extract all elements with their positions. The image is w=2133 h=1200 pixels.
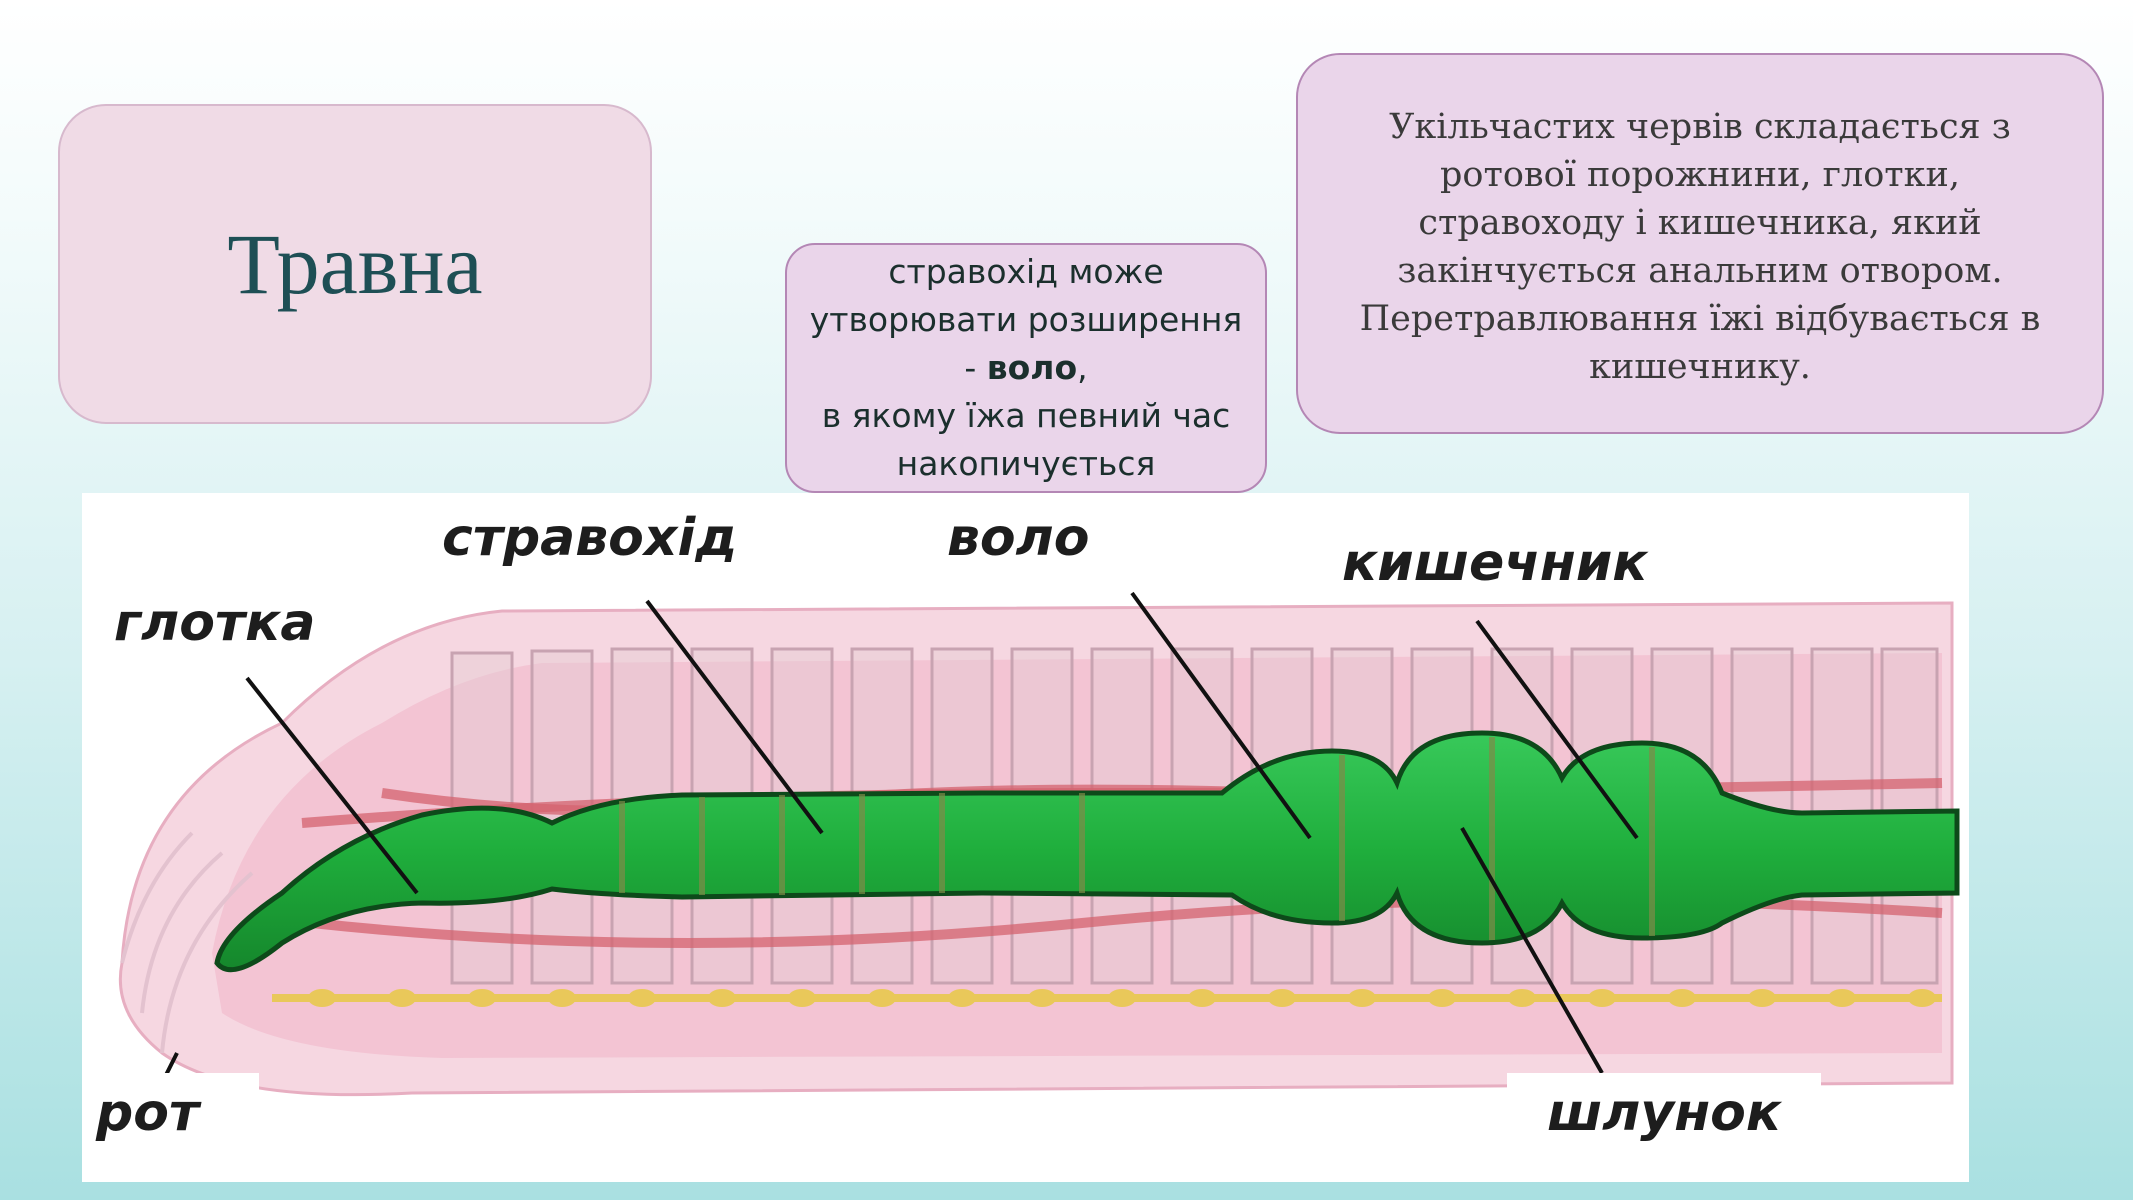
label-pharynx: глотка: [104, 593, 326, 653]
digestive-tract: [214, 730, 1960, 973]
crop-note-box: стравохід може утворювати розширення - в…: [785, 243, 1267, 493]
crop-note-text: стравохід може утворювати розширення - в…: [810, 248, 1243, 488]
esophagus-leader: [645, 599, 824, 835]
title-box: Травна: [58, 104, 652, 424]
leader-lines: [135, 591, 1639, 1134]
earthworm-digestive-diagram: глотка стравохід воло кишечник рот шлуно…: [82, 493, 1969, 1182]
info-box: Укільчастих червів складається з ротової…: [1296, 53, 2104, 434]
nerve-cord: [272, 989, 1942, 1007]
mouth-head: [120, 831, 254, 1054]
label-intestine: кишечник: [1332, 533, 1658, 593]
crop-note-line: в якому їжа певний час: [821, 396, 1231, 435]
label-mouth: рот: [82, 1073, 260, 1173]
info-text: Укільчастих червів складається з ротової…: [1359, 107, 2041, 387]
crop-note-line: стравохід може: [888, 252, 1164, 291]
label-gizzard: шлунок: [1507, 1073, 1822, 1173]
crop-note-line: накопичується: [896, 444, 1156, 483]
crop-note-line: утворювати розширення: [809, 300, 1243, 339]
crop-term: воло: [986, 348, 1078, 387]
gizzard-leader: [1460, 827, 1604, 1074]
crop-note-line: - воло,: [964, 348, 1088, 387]
intestine-leader: [1475, 619, 1639, 840]
crop-leader: [1130, 591, 1312, 840]
label-crop: воло: [937, 508, 1100, 568]
slide-title: Травна: [227, 216, 483, 312]
pharynx-leader: [245, 676, 419, 895]
earthworm-illustration: [118, 591, 1960, 1134]
label-esophagus: стравохід: [432, 508, 748, 568]
gut-rings: [619, 737, 1655, 940]
